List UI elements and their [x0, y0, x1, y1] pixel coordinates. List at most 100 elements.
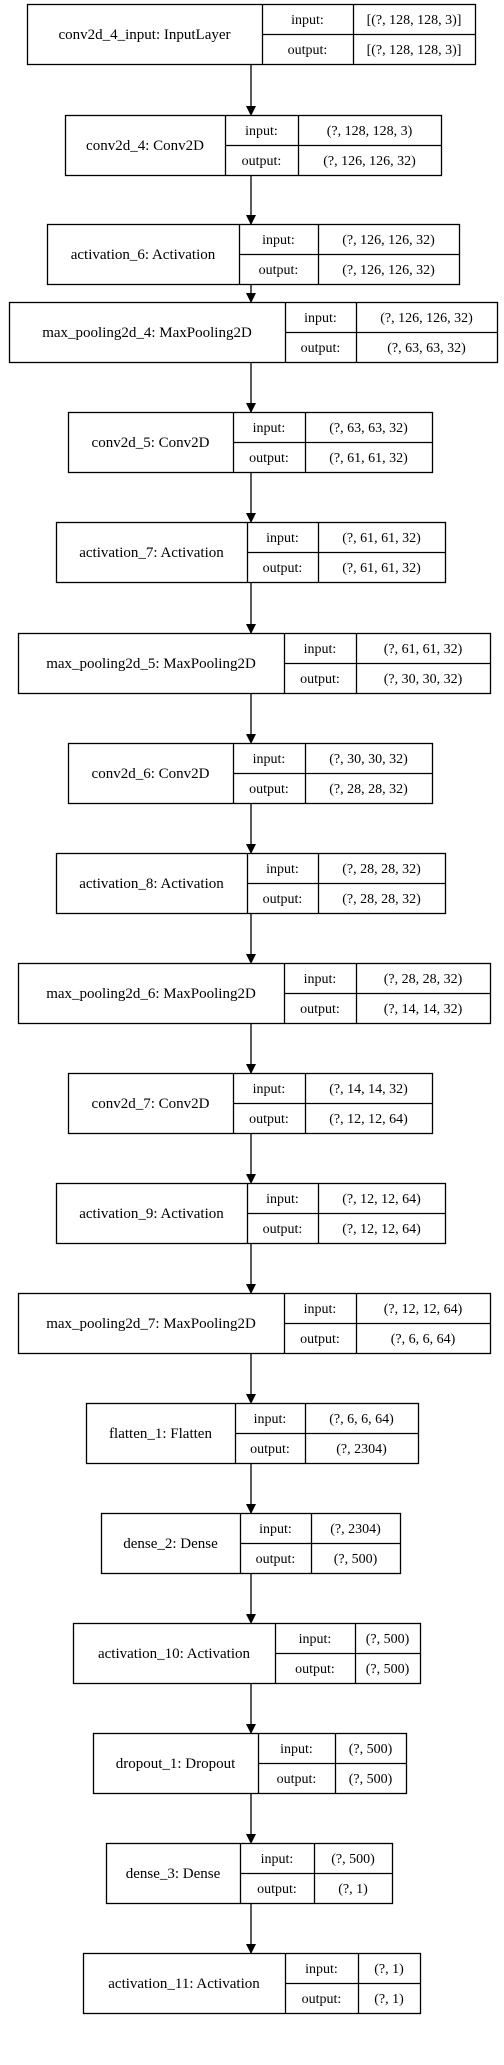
layer-node: activation_9: Activation input: output: (?,…: [55, 1182, 447, 1245]
input-label: input:: [299, 1632, 332, 1647]
input-label: input:: [266, 531, 299, 546]
layer-name: max_pooling2d_7: MaxPooling2D: [46, 1316, 256, 1332]
layer-name: conv2d_4_input: InputLayer: [58, 27, 230, 43]
output-shape: (?, 14, 14, 32): [384, 1002, 463, 1017]
input-label: input:: [304, 972, 337, 987]
output-label: output:: [295, 1662, 335, 1677]
output-shape: (?, 2304): [336, 1442, 387, 1457]
layer-node: activation_7: Activationinput:output:(?,…: [55, 521, 447, 584]
input-label: input:: [254, 1412, 287, 1427]
output-label: output:: [300, 672, 340, 687]
output-shape: (?, 126, 126, 32): [342, 263, 435, 278]
output-label: output:: [257, 1882, 297, 1897]
output-label: output:: [256, 1552, 296, 1567]
layer-node: activation_10: Activationinput:output:(?…: [72, 1622, 422, 1685]
output-shape: (?, 126, 126, 32): [323, 154, 416, 169]
input-label: input:: [304, 1302, 337, 1317]
layer-name: dropout_1: Dropout: [116, 1756, 236, 1772]
input-shape: (?, 500): [366, 1632, 410, 1647]
input-shape: (?, 6, 6, 64): [329, 1412, 394, 1427]
output-shape: (?, 63, 63, 32): [387, 341, 466, 356]
layer-node: max_pooling2d_6: MaxPooling2Dinput:outpu…: [17, 962, 492, 1025]
output-shape: (?, 12, 12, 64): [329, 1112, 408, 1127]
input-label: input:: [245, 124, 278, 139]
layer-node: flatten_1: Flatten input: output: (?, 6, 6,…: [85, 1402, 420, 1465]
output-label: output:: [263, 892, 303, 907]
output-shape: (?, 500): [366, 1662, 410, 1677]
layer-name: max_pooling2d_5: MaxPooling2D: [46, 656, 256, 672]
output-label: output:: [301, 341, 341, 356]
input-label: input:: [280, 1742, 313, 1757]
output-shape: (?, 28, 28, 32): [329, 782, 408, 797]
input-label: input:: [259, 1522, 292, 1537]
input-label: input:: [304, 311, 337, 326]
output-shape: [(?, 128, 128, 3)]: [367, 43, 462, 58]
layer-name: dense_2: Dense: [123, 1536, 218, 1552]
layer-node: activation_6: Activationinput:output:(?,…: [46, 223, 461, 286]
input-label: input:: [261, 1852, 294, 1867]
output-label: output:: [250, 1442, 290, 1457]
layer-name: conv2d_6: Conv2D: [92, 766, 210, 782]
layer-name: flatten_1: Flatten: [109, 1426, 212, 1442]
input-label: input:: [266, 1192, 299, 1207]
output-shape: (?, 1): [338, 1882, 368, 1897]
layer-node: dropout_1: Dropout input: output: (?, 500) (…: [92, 1732, 408, 1795]
output-label: output:: [288, 43, 328, 58]
input-shape: (?, 128, 128, 3): [327, 124, 413, 139]
layer-name: conv2d_7: Conv2D: [92, 1096, 210, 1112]
input-shape: (?, 500): [331, 1852, 375, 1867]
layer-name: max_pooling2d_6: MaxPooling2D: [46, 986, 256, 1002]
input-label: input:: [304, 642, 337, 657]
input-shape: (?, 12, 12, 64): [384, 1302, 463, 1317]
layer-node: activation_11: Activation input: output: (?…: [82, 1952, 422, 2015]
layer-name: conv2d_5: Conv2D: [92, 435, 210, 451]
layer-name: conv2d_4: Conv2D: [86, 138, 204, 154]
output-label: output:: [249, 451, 289, 466]
input-shape: (?, 61, 61, 32): [342, 531, 421, 546]
layer-node: max_pooling2d_4: MaxPooling2D input: outpu…: [8, 301, 499, 364]
input-shape: (?, 126, 126, 32): [380, 311, 473, 326]
layer-name: activation_11: Activation: [108, 1976, 260, 1992]
input-shape: (?, 28, 28, 32): [384, 972, 463, 987]
layer-node: max_pooling2d_5: MaxPooling2D input: outpu…: [17, 632, 492, 695]
output-shape: (?, 28, 28, 32): [342, 892, 421, 907]
output-label: output:: [259, 263, 299, 278]
layer-node: dense_3: Dense input: output: (?, 500) (?, 1…: [105, 1842, 394, 1905]
layer-name: activation_6: Activation: [71, 247, 216, 263]
layer-node: activation_8: Activationinput:output:(?,…: [55, 852, 447, 915]
output-shape: (?, 6, 6, 64): [391, 1332, 456, 1347]
input-label: input:: [291, 13, 324, 28]
layer-name: max_pooling2d_4: MaxPooling2D: [42, 325, 252, 341]
input-label: input:: [305, 1962, 338, 1977]
output-label: output:: [263, 1222, 303, 1237]
output-label: output:: [249, 782, 289, 797]
layer-node: max_pooling2d_7: MaxPooling2Dinput:outpu…: [17, 1292, 492, 1355]
input-label: input:: [253, 1082, 286, 1097]
layer-name: dense_3: Dense: [126, 1866, 221, 1882]
output-shape: (?, 500): [334, 1552, 378, 1567]
input-shape: [(?, 128, 128, 3)]: [367, 13, 462, 28]
input-shape: (?, 1): [374, 1962, 404, 1977]
output-shape: (?, 500): [349, 1772, 393, 1787]
input-label: input:: [253, 421, 286, 436]
output-shape: (?, 12, 12, 64): [342, 1222, 421, 1237]
input-shape: (?, 2304): [330, 1522, 381, 1537]
input-shape: (?, 28, 28, 32): [342, 862, 421, 877]
output-label: output:: [277, 1772, 317, 1787]
input-shape: (?, 30, 30, 32): [329, 752, 408, 767]
input-shape: (?, 126, 126, 32): [342, 233, 435, 248]
layer-node: conv2d_4_input: InputLayer input: output: […: [26, 3, 477, 66]
input-label: input:: [266, 862, 299, 877]
input-shape: (?, 14, 14, 32): [329, 1082, 408, 1097]
output-label: output:: [249, 1112, 289, 1127]
output-label: output:: [302, 1992, 342, 2007]
layer-name: activation_9: Activation: [79, 1206, 224, 1222]
layer-node: conv2d_7: Conv2D input: output: (?, 14, 14,…: [67, 1072, 434, 1135]
layer-node: conv2d_4: Conv2D input: output: (?, 128, 12…: [64, 114, 443, 177]
output-label: output:: [263, 561, 303, 576]
output-label: output:: [242, 154, 282, 169]
output-shape: (?, 1): [374, 1992, 404, 2007]
input-shape: (?, 500): [349, 1742, 393, 1757]
